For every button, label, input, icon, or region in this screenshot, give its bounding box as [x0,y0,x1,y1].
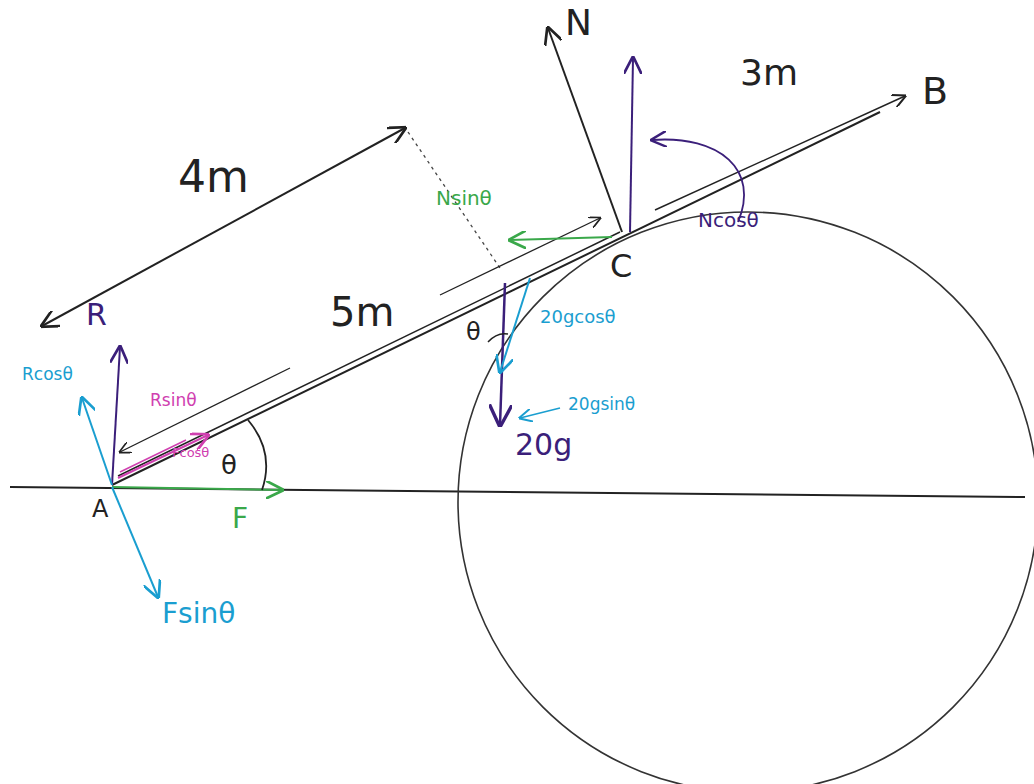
force-label: Nsinθ [436,188,492,208]
force-label: Rcosθ [22,366,73,383]
force-arrow [548,28,622,232]
force-arrow [500,283,505,425]
force-arrow [500,278,530,372]
dimension-label: 5m [330,292,394,332]
angle-arc [248,420,266,490]
force-arrow [520,408,560,418]
ground-line [10,487,1025,497]
force-arrow [510,237,612,240]
cylinder-outline [458,212,1034,784]
force-label: F [232,505,248,533]
dimension-label: 3m [740,55,798,91]
force-label: Rsinθ [150,392,197,409]
angle-label: θ [221,452,237,478]
force-label: Ncosθ [698,210,759,230]
point-label: A [92,497,108,521]
force-label: 20gsinθ [568,396,635,413]
rod-edge [112,112,880,485]
dimension-arrow [120,368,290,452]
force-arrow [112,487,158,597]
point-label: C [610,250,632,282]
rod-edge [118,232,620,476]
force-arrow [82,398,112,485]
force-arrow [112,347,120,485]
force-arrow [112,487,282,490]
force-label: 20gcosθ [540,308,616,326]
force-label: R [86,300,107,330]
force-label: 20g [515,430,572,460]
angle-arc [488,334,508,342]
force-arrow [630,58,633,232]
angle-label: θ [466,320,481,344]
force-label: N [565,5,592,41]
dimension-leader [408,132,500,268]
force-label: Fsinθ [162,600,235,628]
dimension-arrow [440,218,600,295]
dimension-arrow [655,96,905,210]
point-label: B [922,72,948,110]
dimension-label: 4m [178,155,249,199]
force-label: Fcosθ [172,446,209,459]
